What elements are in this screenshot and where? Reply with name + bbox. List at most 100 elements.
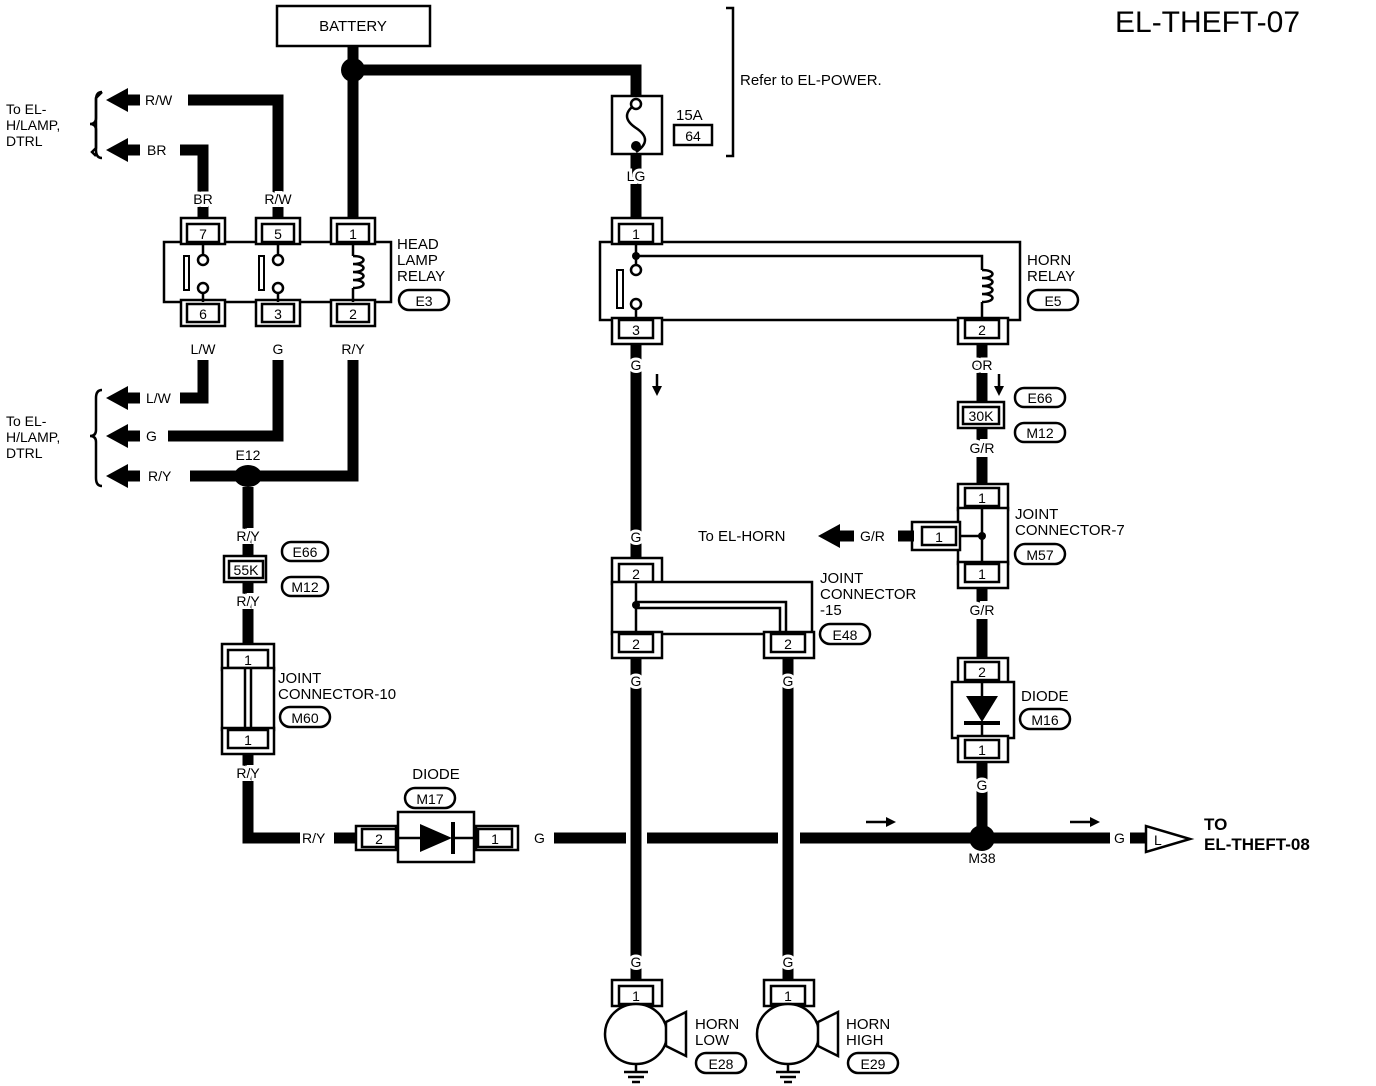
diode-icon — [420, 824, 452, 852]
coil-icon — [981, 268, 994, 304]
svg-text:1: 1 — [244, 732, 252, 748]
arrow-g — [106, 424, 128, 448]
arrow-ry — [106, 464, 128, 488]
svg-text:R/Y: R/Y — [236, 528, 260, 544]
wire-label-rw-arrow: R/W — [145, 92, 173, 108]
coil-icon — [352, 254, 365, 290]
to-el-hlamp-top-2: H/LAMP, — [6, 117, 60, 133]
flow-arrow-icon — [1090, 817, 1100, 827]
joint-connector-15-label-1: JOINT — [820, 570, 863, 587]
svg-text:2: 2 — [784, 636, 792, 652]
horn-high-label-2: HIGH — [846, 1032, 884, 1049]
svg-text:1: 1 — [632, 226, 640, 242]
fuse-rating: 15A — [676, 107, 703, 124]
svg-text:G: G — [783, 673, 794, 689]
svg-text:G: G — [631, 673, 642, 689]
wire-battery-to-fuse — [353, 64, 642, 98]
joint-connector-15-label-2: CONNECTOR — [820, 586, 917, 603]
horn-low-icon — [603, 1002, 669, 1066]
wire-rw — [188, 94, 284, 222]
svg-text:1: 1 — [244, 652, 252, 668]
switch-icon — [616, 269, 624, 309]
svg-text:G: G — [631, 529, 642, 545]
relay-pin-2 — [335, 302, 371, 324]
svg-text:1: 1 — [935, 529, 943, 545]
arrow-rw — [106, 88, 128, 112]
connector-m17: M17 — [416, 791, 443, 807]
svg-text:1: 1 — [632, 988, 640, 1004]
joint-connector-10-body — [220, 666, 276, 732]
svg-text:2: 2 — [632, 636, 640, 652]
splice-m38-label: M38 — [968, 850, 995, 866]
horn-relay-label-1: HORN — [1027, 252, 1071, 269]
svg-text:G: G — [631, 673, 642, 689]
joint-connector-7-label-1: JOINT — [1015, 506, 1058, 523]
svg-text:3: 3 — [274, 306, 282, 322]
battery-label: BATTERY — [319, 18, 387, 35]
horn-low-label-2: LOW — [695, 1032, 730, 1049]
wire-label-or: OR — [972, 357, 993, 373]
svg-text:1: 1 — [978, 490, 986, 506]
svg-text:R/Y: R/Y — [236, 765, 260, 781]
flow-arrow-icon — [886, 817, 896, 827]
switch-icon — [183, 255, 190, 291]
wire-label-gr-horn: G/R — [860, 528, 885, 544]
arrow-to-el-horn — [818, 524, 840, 548]
to-el-hlamp-bottom-1: To EL- — [6, 413, 47, 429]
horn-high-icon — [755, 1002, 821, 1066]
wire-br — [180, 144, 209, 222]
horn-high-label-1: HORN — [846, 1016, 890, 1033]
svg-text:6: 6 — [199, 306, 207, 322]
svg-text:30K: 30K — [969, 408, 995, 424]
wire-label-rw: R/W — [264, 191, 292, 207]
wire-label-ry-diode: R/Y — [302, 830, 326, 846]
wire-label-ry-relay: R/Y — [341, 341, 365, 357]
svg-text:5: 5 — [274, 226, 282, 242]
svg-text:1: 1 — [784, 988, 792, 1004]
connector-e3: E3 — [415, 293, 432, 309]
to-el-hlamp-bottom-3: DTRL — [6, 445, 43, 461]
svg-text:1: 1 — [978, 742, 986, 758]
connector-m60: M60 — [291, 710, 318, 726]
relay-pin-7 — [185, 222, 221, 244]
fuse-number-box — [672, 123, 714, 147]
arrow-lw — [106, 386, 128, 410]
svg-text:G/R: G/R — [970, 602, 995, 618]
svg-text:L: L — [1154, 832, 1162, 848]
wire-label-lg: LG — [627, 168, 646, 184]
connector-m16: M16 — [1031, 712, 1058, 728]
connector-m57: M57 — [1026, 547, 1053, 563]
head-lamp-relay-label-1: HEAD — [397, 236, 439, 253]
wire-label-ry-arrow: R/Y — [148, 468, 172, 484]
switch-icon — [258, 255, 265, 291]
svg-text:LG: LG — [627, 168, 646, 184]
joint-connector-10-label-1: JOINT — [278, 670, 321, 687]
wire-label-g-relay: G — [273, 341, 284, 357]
svg-text:G: G — [631, 529, 642, 545]
resistor-55k — [227, 559, 265, 580]
svg-text:R/Y: R/Y — [236, 593, 260, 609]
wire-label-lw-arrow: L/W — [146, 390, 172, 406]
relay-pin-1 — [335, 222, 371, 244]
splice-e12 — [234, 465, 262, 487]
diode-m16-label: DIODE — [1021, 688, 1069, 705]
svg-text:55K: 55K — [234, 562, 260, 578]
arrow-br — [106, 138, 128, 162]
to-el-theft-08-label-1: TO — [1204, 815, 1227, 834]
svg-text:2: 2 — [978, 664, 986, 680]
joint-connector-10-label-2: CONNECTOR-10 — [278, 686, 396, 703]
horn-relay-body — [598, 240, 1022, 322]
svg-text:2: 2 — [375, 831, 383, 847]
svg-text:7: 7 — [199, 226, 207, 242]
flow-arrow-icon — [994, 386, 1004, 396]
to-el-hlamp-top-3: DTRL — [6, 133, 43, 149]
connector-e66-left: E66 — [293, 544, 318, 560]
svg-text:1: 1 — [491, 831, 499, 847]
horn-low-label-1: HORN — [695, 1016, 739, 1033]
relay-pin-6 — [185, 302, 221, 324]
svg-text:1: 1 — [978, 566, 986, 582]
svg-text:R/Y: R/Y — [236, 765, 260, 781]
connector-e29: E29 — [861, 1056, 886, 1072]
svg-text:R/Y: R/Y — [236, 528, 260, 544]
connector-m12-left: M12 — [291, 579, 318, 595]
